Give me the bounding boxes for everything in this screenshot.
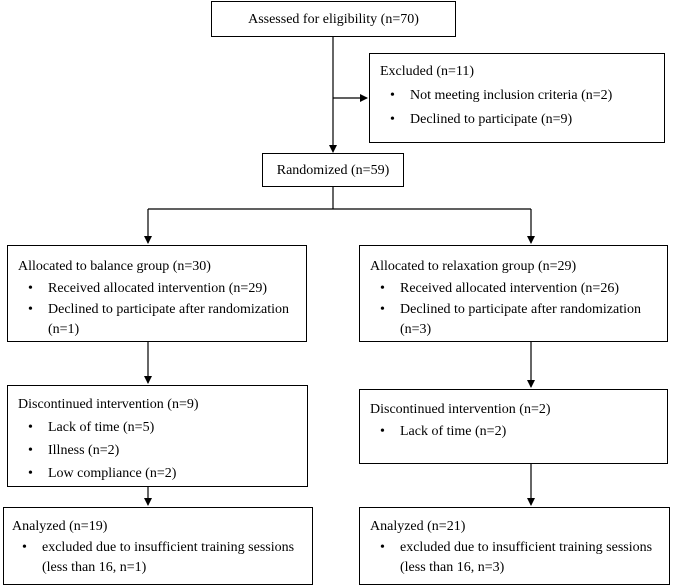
relaxation-discontinued-box: Discontinued intervention (n=2) Lack of … — [359, 389, 668, 464]
relaxation-discontinued-item: Lack of time (n=2) — [370, 422, 661, 442]
relaxation-allocated-box: Allocated to relaxation group (n=29) Rec… — [359, 245, 668, 342]
relaxation-analyzed-list: excluded due to insufficient training se… — [370, 538, 663, 578]
relaxation-discontinued-title: Discontinued intervention (n=2) — [370, 402, 551, 417]
balance-allocated-item: Received allocated intervention (n=29) — [18, 279, 300, 299]
balance-discontinued-title: Discontinued intervention (n=9) — [18, 397, 199, 412]
balance-discontinued-box: Discontinued intervention (n=9) Lack of … — [7, 385, 308, 487]
balance-discontinued-item: Illness (n=2) — [18, 441, 301, 461]
assessed-title: Assessed for eligibility (n=70) — [248, 12, 419, 27]
excluded-title: Excluded (n=11) — [380, 64, 475, 79]
balance-discontinued-list: Lack of time (n=5) Illness (n=2) Low com… — [18, 418, 301, 484]
relaxation-discontinued-list: Lack of time (n=2) — [370, 422, 661, 442]
relaxation-analyzed-box: Analyzed (n=21) excluded due to insuffic… — [359, 507, 670, 585]
balance-analyzed-list: excluded due to insufficient training se… — [12, 538, 306, 578]
randomized-box: Randomized (n=59) — [262, 153, 404, 187]
relaxation-analyzed-title: Analyzed (n=21) — [370, 519, 466, 534]
excluded-box: Excluded (n=11) Not meeting inclusion cr… — [369, 53, 665, 143]
assessed-box: Assessed for eligibility (n=70) — [211, 1, 456, 37]
balance-analyzed-box: Analyzed (n=19) excluded due to insuffic… — [3, 507, 313, 585]
relaxation-analyzed-item: excluded due to insufficient training se… — [370, 538, 663, 578]
balance-analyzed-title: Analyzed (n=19) — [12, 519, 108, 534]
excluded-item: Declined to participate (n=9) — [380, 110, 656, 130]
relaxation-allocated-item: Received allocated intervention (n=26) — [370, 279, 661, 299]
balance-discontinued-item: Lack of time (n=5) — [18, 418, 301, 438]
balance-allocated-title: Allocated to balance group (n=30) — [18, 259, 211, 274]
excluded-item: Not meeting inclusion criteria (n=2) — [380, 86, 656, 106]
balance-discontinued-item: Low compliance (n=2) — [18, 464, 301, 484]
balance-allocated-box: Allocated to balance group (n=30) Receiv… — [7, 245, 307, 342]
relaxation-allocated-title: Allocated to relaxation group (n=29) — [370, 259, 577, 274]
balance-allocated-list: Received allocated intervention (n=29) D… — [18, 279, 300, 340]
excluded-list: Not meeting inclusion criteria (n=2) Dec… — [380, 86, 656, 130]
randomized-title: Randomized (n=59) — [276, 163, 390, 178]
balance-allocated-item: Declined to participate after randomizat… — [18, 300, 300, 340]
relaxation-allocated-item: Declined to participate after randomizat… — [370, 300, 661, 340]
balance-analyzed-item: excluded due to insufficient training se… — [12, 538, 306, 578]
relaxation-allocated-list: Received allocated intervention (n=26) D… — [370, 279, 661, 340]
